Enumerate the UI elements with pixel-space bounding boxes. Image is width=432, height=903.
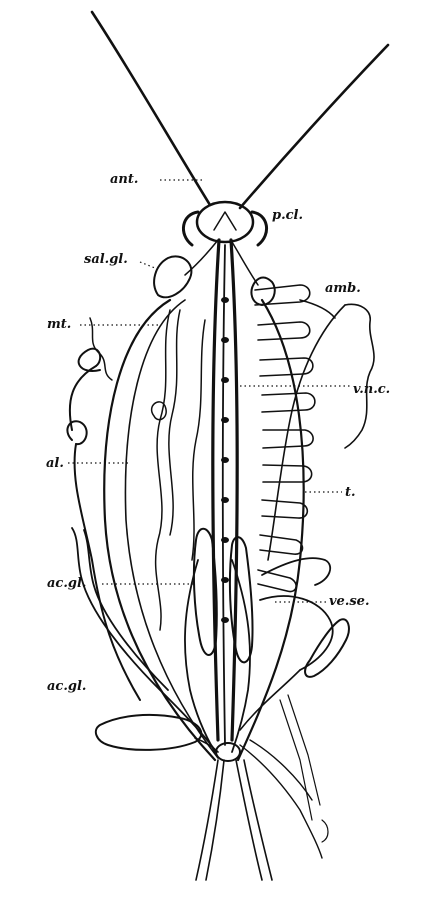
hind-appendages [196, 695, 328, 880]
label-v-n-c: v.n.c. [353, 382, 390, 397]
label-ve-se: ve.se. [329, 594, 369, 609]
label-p-cl: p.cl. [272, 208, 303, 223]
right-membrane [268, 304, 374, 560]
head [183, 202, 266, 245]
label-ac-gl-lower: ac.gl. [47, 679, 86, 694]
label-sal-gl: sal.gl. [84, 252, 128, 267]
malpighian-tubules [90, 310, 205, 630]
label-t: t. [345, 485, 356, 500]
salivary-glands [154, 240, 275, 305]
label-mt: mt. [47, 317, 71, 332]
label-al: al. [46, 456, 64, 471]
label-ant: ant. [110, 172, 138, 187]
ventral-nerve-cord [213, 240, 237, 745]
label-amb: amb. [325, 281, 361, 296]
right-legs [255, 285, 335, 592]
vesicula-seminalis [240, 558, 349, 730]
label-ac-gl-upper: ac.gl. [47, 576, 86, 591]
